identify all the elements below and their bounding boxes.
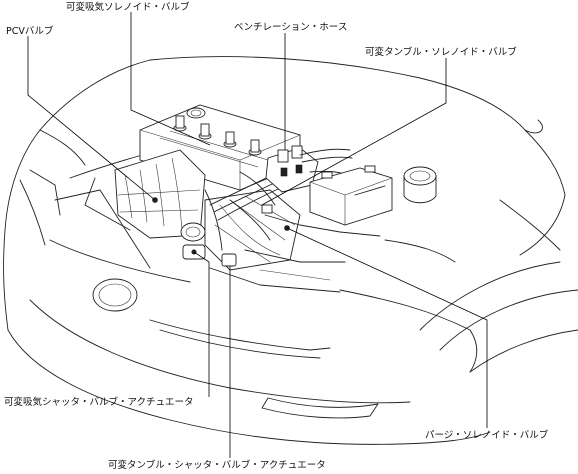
label-variable-tumble-shutter-valve-actuator: 可変タンブル・シャッタ・バルブ・アクチュエータ (108, 460, 326, 471)
label-ventilation-hose: ベンチレーション・ホース (234, 22, 348, 33)
engine-bay (84, 104, 437, 293)
label-variable-tumble-solenoid-valve: 可変タンブル・ソレノイド・バルブ (365, 47, 517, 58)
leader-pcv-valve (27, 36, 156, 201)
label-variable-intake-solenoid-valve: 可変吸気ソレノイド・バルブ (66, 2, 190, 13)
label-variable-intake-shutter-valve-actuator: 可変吸気シャッタ・バルブ・アクチュエータ (4, 397, 194, 408)
label-pcv-valve: PCVバルブ (6, 26, 54, 37)
leader-variable-tumble-solenoid (261, 58, 447, 206)
label-purge-solenoid-valve: パージ・ソレノイド・バルブ (425, 430, 549, 441)
car-body-outline (3, 56, 578, 445)
leader-variable-intake-solenoid (130, 12, 211, 146)
leader-lines (27, 12, 488, 458)
leader-intake-shutter-actuator (193, 251, 210, 397)
leader-purge-solenoid (286, 227, 488, 428)
